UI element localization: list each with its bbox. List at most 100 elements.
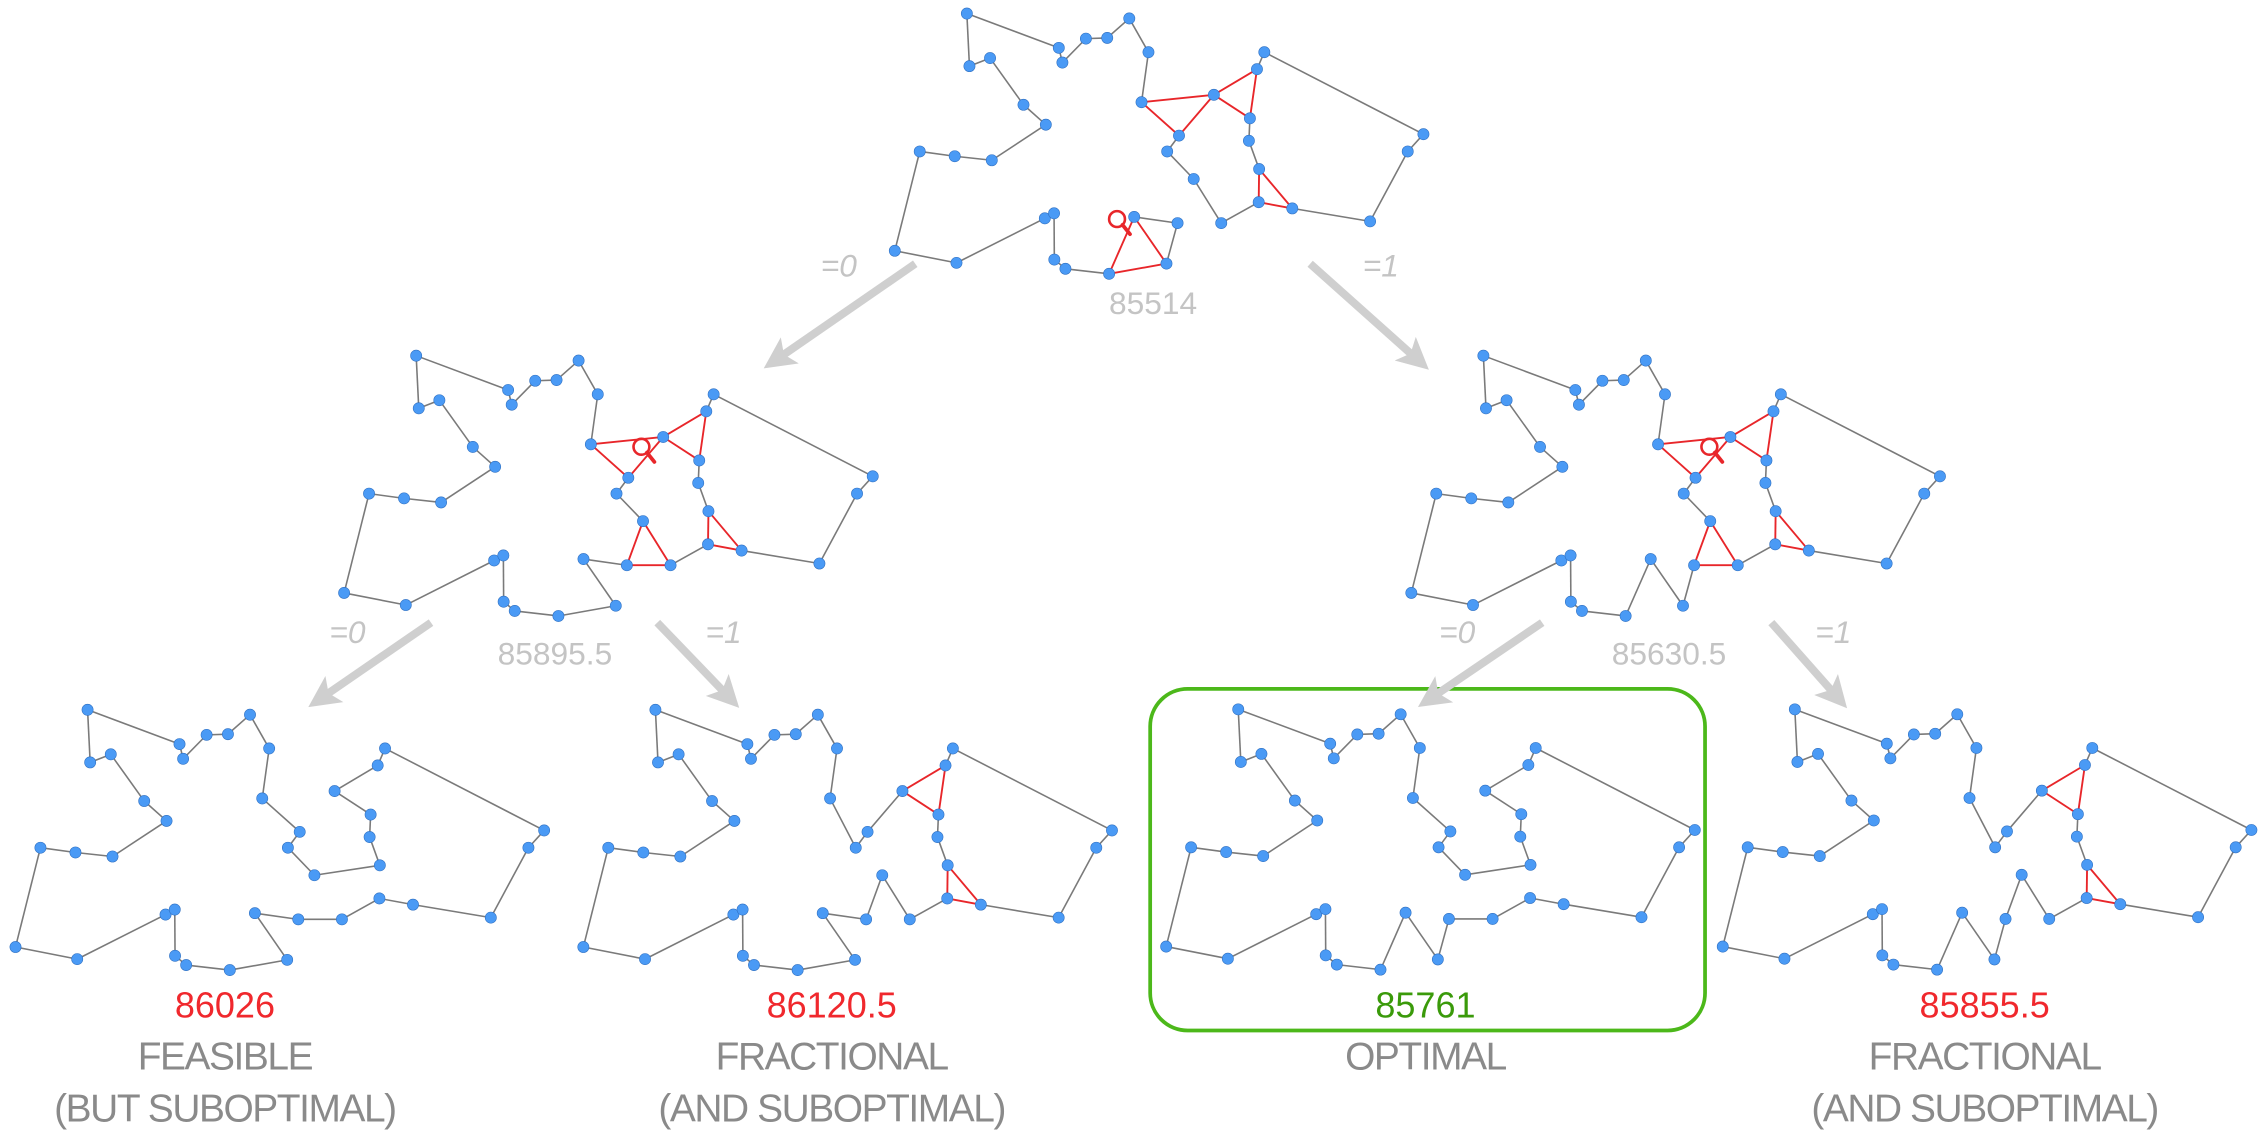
city-node (1310, 908, 1323, 921)
tour-edge (412, 903, 491, 919)
city-node (1514, 830, 1527, 843)
city-node (1079, 32, 1092, 45)
tour-edge (1993, 918, 2007, 960)
city-node (1364, 215, 1377, 228)
tour-edge (1484, 764, 1529, 792)
city-node (791, 964, 804, 976)
tour-edge (2004, 874, 2023, 920)
city-node (1573, 398, 1585, 411)
city-node (1432, 841, 1445, 854)
city-node (1802, 544, 1815, 557)
city-node (1101, 31, 1114, 44)
tour-edge (2091, 747, 2252, 831)
city-node (1459, 868, 1471, 881)
city-node (1639, 354, 1652, 367)
city-node (2070, 830, 2083, 843)
city-node (502, 384, 515, 396)
fractional-edge (590, 436, 664, 446)
city-node (1258, 46, 1271, 59)
city-node (1243, 112, 1256, 125)
branch-arrows (308, 260, 1848, 709)
city-node (399, 599, 412, 611)
tour-edge (1782, 851, 1820, 857)
tour-edge (254, 912, 299, 921)
city-node (1887, 958, 1900, 971)
tour-edge (1472, 559, 1562, 606)
city-node (824, 792, 836, 805)
city-node (2114, 898, 2127, 911)
tour-edge (1968, 797, 1996, 848)
city-node (1866, 908, 1879, 921)
tour-edge (582, 847, 610, 948)
city-node (816, 907, 829, 920)
city-node (338, 587, 351, 599)
tour-edge (952, 747, 1113, 832)
tour-edge (829, 798, 857, 849)
city-node (1171, 217, 1184, 230)
city-node (939, 759, 952, 772)
city-node (281, 841, 294, 854)
city-node (1989, 841, 2002, 854)
city-node (1791, 756, 1804, 768)
fractional-edge (1108, 216, 1136, 275)
city-node (398, 492, 410, 505)
city-node (1845, 794, 1858, 807)
leaf-value: 86120.5 (767, 984, 897, 1025)
tour-edge (1411, 592, 1474, 606)
city-node (888, 244, 901, 257)
tour-edge (440, 466, 496, 504)
leaf-status-detail: (AND SUBOPTIMAL) (658, 1087, 1005, 1130)
city-node (1286, 202, 1299, 215)
fractional-edge (901, 764, 947, 792)
arrow-right-to-rr (1768, 619, 1848, 709)
city-node (364, 808, 377, 821)
city-node (1704, 515, 1717, 528)
fractional-edge (1178, 94, 1215, 137)
city-node (789, 728, 802, 741)
magnifier-icon (1107, 209, 1132, 237)
tour-edge (577, 360, 599, 395)
fractional-edge (707, 510, 743, 552)
tour-edge (909, 897, 948, 921)
city-node (1017, 98, 1030, 111)
fractional-edge (901, 790, 939, 816)
city-node (1741, 841, 1754, 854)
tour-edge (1780, 393, 1941, 478)
fractional-edge (946, 864, 982, 906)
tour-edge (1410, 493, 1438, 594)
tour-edge (1379, 912, 1407, 970)
tour-edge (1165, 847, 1192, 947)
tour-edge (1140, 52, 1150, 103)
tour-edge (1260, 753, 1296, 802)
city-node (693, 454, 706, 467)
city-node (876, 869, 889, 882)
city-node (1351, 728, 1364, 741)
fractional-edge (1213, 68, 1258, 96)
tour-edge (670, 543, 709, 566)
magnifier-icon (1700, 437, 1725, 464)
city-node (1884, 752, 1897, 765)
city-node (577, 941, 590, 953)
city-node (489, 460, 502, 473)
tour-edge (817, 714, 838, 749)
fractional-edge (1258, 168, 1293, 210)
city-node (1187, 173, 1200, 185)
tour-edge (1404, 912, 1439, 960)
tour-edge (1484, 789, 1522, 815)
city-node (1135, 96, 1148, 109)
tour-edge (866, 790, 904, 833)
city-node (1059, 262, 1072, 275)
city-node (1253, 163, 1266, 175)
tour-edge (86, 709, 91, 763)
city-node (1220, 846, 1233, 858)
city-node (649, 703, 662, 716)
tour-edge (1819, 819, 1875, 857)
tour-edge (1794, 708, 1888, 745)
city-node (1556, 460, 1569, 473)
fractional-edge (2041, 764, 2086, 792)
leaf-value: 85855.5 (1920, 984, 2050, 1025)
city-node (1052, 911, 1065, 924)
city-node (1677, 487, 1690, 500)
tour-edge (112, 820, 167, 858)
tour-edge (1650, 558, 1684, 607)
